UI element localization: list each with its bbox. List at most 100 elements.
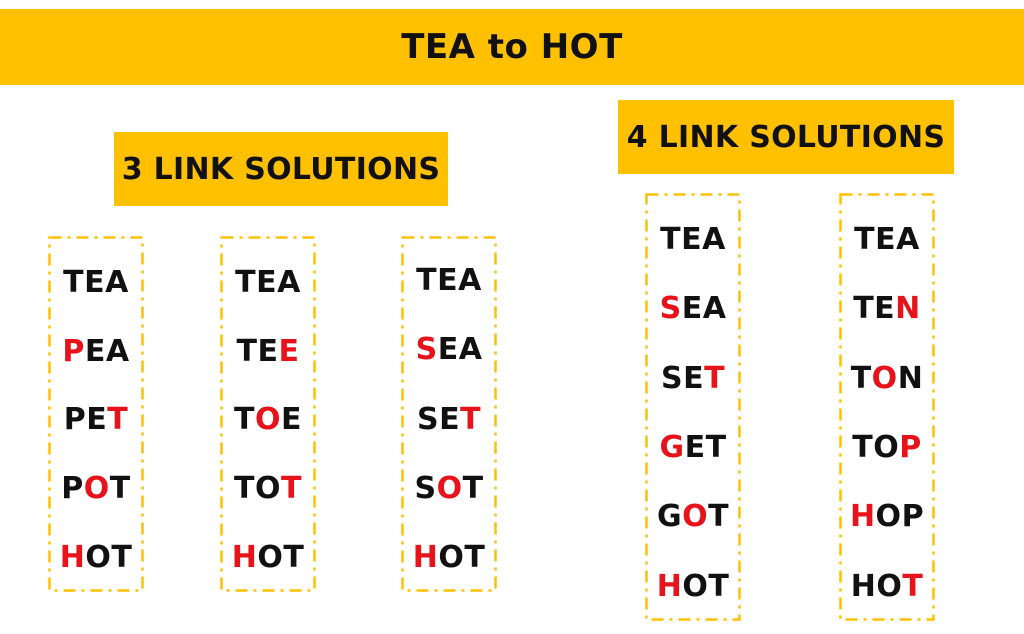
letter: P bbox=[61, 471, 84, 507]
letter: P bbox=[63, 402, 87, 438]
letter: T bbox=[111, 540, 133, 576]
letter: O bbox=[876, 568, 903, 604]
letter: T bbox=[109, 471, 131, 507]
letter: E bbox=[280, 402, 302, 438]
section-label-4-link: 4 LINK SOLUTIONS bbox=[618, 100, 954, 174]
dashed-frame bbox=[220, 236, 316, 592]
changed-letter: O bbox=[83, 471, 110, 507]
letter: S bbox=[414, 470, 437, 506]
letter: T bbox=[235, 264, 257, 300]
changed-letter: P bbox=[899, 430, 922, 466]
dashed-frame bbox=[401, 236, 497, 592]
letter: T bbox=[234, 402, 255, 438]
letter: E bbox=[86, 402, 108, 438]
letter: O bbox=[873, 430, 900, 466]
letter: T bbox=[462, 470, 484, 506]
letter: G bbox=[656, 499, 683, 535]
changed-letter: O bbox=[682, 499, 709, 535]
changed-letter: H bbox=[59, 540, 86, 576]
section-label-3-link: 3 LINK SOLUTIONS bbox=[114, 132, 448, 206]
letter: T bbox=[705, 430, 727, 466]
changed-letter: T bbox=[107, 402, 129, 438]
letter: T bbox=[283, 540, 305, 576]
changed-letter: T bbox=[704, 360, 726, 396]
letter: O bbox=[85, 540, 112, 576]
letter: H bbox=[850, 568, 877, 604]
letter: E bbox=[681, 222, 703, 258]
letter: O bbox=[875, 499, 902, 535]
changed-letter: G bbox=[659, 430, 685, 466]
letter: T bbox=[236, 333, 258, 369]
changed-letter: T bbox=[281, 471, 302, 507]
changed-letter: N bbox=[895, 291, 921, 327]
letter: O bbox=[438, 539, 465, 575]
letter: A bbox=[896, 222, 920, 258]
letter: A bbox=[702, 291, 727, 327]
changed-letter: T bbox=[902, 568, 924, 604]
changed-letter: O bbox=[436, 470, 463, 506]
letter: A bbox=[458, 263, 482, 299]
changed-letter: S bbox=[415, 332, 438, 368]
changed-letter: O bbox=[254, 402, 281, 438]
letter: S bbox=[660, 360, 684, 396]
changed-letter: S bbox=[659, 291, 682, 327]
letter: T bbox=[850, 360, 872, 396]
changed-letter: H bbox=[231, 540, 258, 576]
letter: E bbox=[84, 333, 106, 369]
changed-letter: H bbox=[849, 499, 876, 535]
letter: T bbox=[854, 222, 876, 258]
title-banner: TEA to HOT bbox=[0, 9, 1024, 85]
changed-letter: H bbox=[656, 568, 683, 604]
letter: E bbox=[874, 291, 896, 327]
letter: O bbox=[254, 471, 281, 507]
letter: T bbox=[853, 291, 875, 327]
letter: E bbox=[256, 264, 278, 300]
letter: A bbox=[105, 333, 130, 369]
changed-letter: E bbox=[278, 333, 300, 369]
letter: N bbox=[897, 360, 924, 396]
changed-letter: H bbox=[412, 539, 439, 575]
dashed-frame bbox=[48, 236, 144, 592]
dashed-frame bbox=[839, 193, 935, 621]
letter: E bbox=[684, 430, 706, 466]
letter: E bbox=[84, 264, 106, 300]
letter: E bbox=[257, 333, 279, 369]
letter: O bbox=[257, 540, 284, 576]
letter: O bbox=[682, 568, 709, 604]
changed-letter: T bbox=[460, 401, 482, 437]
letter: S bbox=[416, 401, 440, 437]
letter: T bbox=[852, 430, 874, 466]
letter: T bbox=[63, 264, 85, 300]
letter: E bbox=[439, 401, 461, 437]
letter: A bbox=[277, 264, 301, 300]
changed-letter: O bbox=[871, 360, 898, 396]
letter: A bbox=[458, 332, 483, 368]
